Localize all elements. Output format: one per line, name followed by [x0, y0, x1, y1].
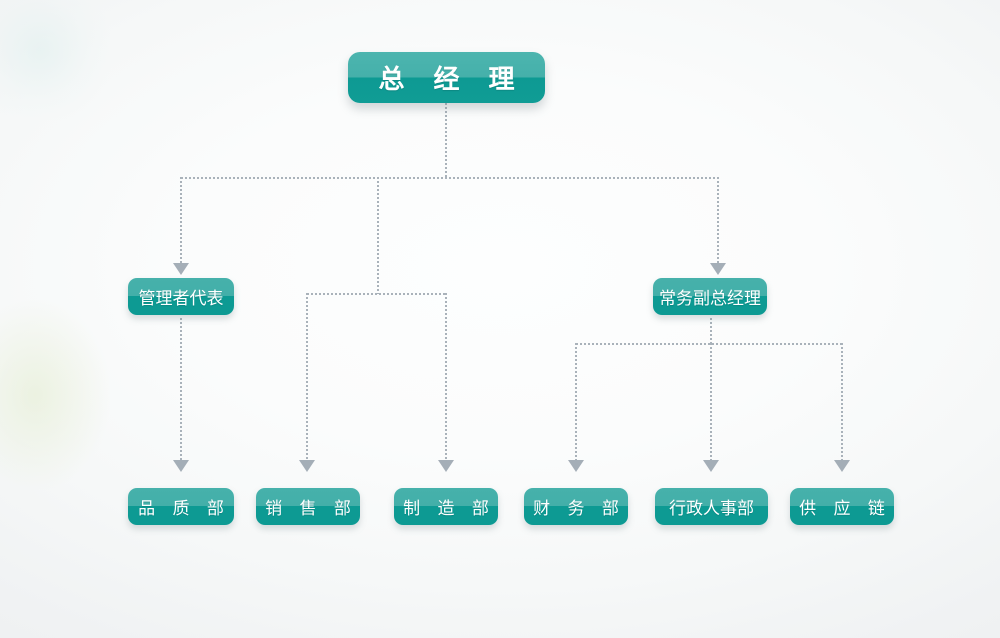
connector-executive-deputy-gm-stem	[710, 318, 712, 345]
arrow-to-management-representative	[173, 263, 189, 275]
connector-root-stem	[445, 103, 447, 179]
connector-sales-manufacturing-bus	[307, 293, 447, 295]
node-department-quality[interactable]: 品 质 部	[128, 488, 234, 525]
node-department-sales[interactable]: 销 售 部	[256, 488, 360, 525]
connector-to-finance	[575, 343, 577, 460]
arrow-to-finance	[568, 460, 584, 472]
node-department-supply-chain[interactable]: 供 应 链	[790, 488, 894, 525]
node-management-representative[interactable]: 管理者代表	[128, 278, 234, 315]
connector-to-supply-chain	[841, 343, 843, 460]
connector-to-sales	[306, 293, 308, 460]
connector-to-management-representative	[180, 177, 182, 263]
connector-executive-deputy-gm-bus	[576, 343, 843, 345]
arrow-to-quality	[173, 460, 189, 472]
arrow-to-sales	[299, 460, 315, 472]
node-executive-deputy-gm[interactable]: 常务副总经理	[653, 278, 767, 315]
connector-to-manufacturing	[445, 293, 447, 460]
connector-middle-stem	[377, 177, 379, 294]
node-department-manufacturing[interactable]: 制 造 部	[394, 488, 498, 525]
node-department-finance[interactable]: 财 务 部	[524, 488, 628, 525]
node-department-admin-hr[interactable]: 行政人事部	[655, 488, 768, 525]
arrow-to-supply-chain	[834, 460, 850, 472]
connector-main-bus	[181, 177, 718, 179]
arrow-to-admin-hr	[703, 460, 719, 472]
node-general-manager[interactable]: 总 经 理	[348, 52, 545, 103]
connector-management-representative-to-quality	[180, 318, 182, 460]
connector-to-admin-hr	[710, 343, 712, 460]
arrow-to-executive-deputy-gm	[710, 263, 726, 275]
connector-to-executive-deputy-gm	[717, 177, 719, 263]
arrow-to-manufacturing	[438, 460, 454, 472]
